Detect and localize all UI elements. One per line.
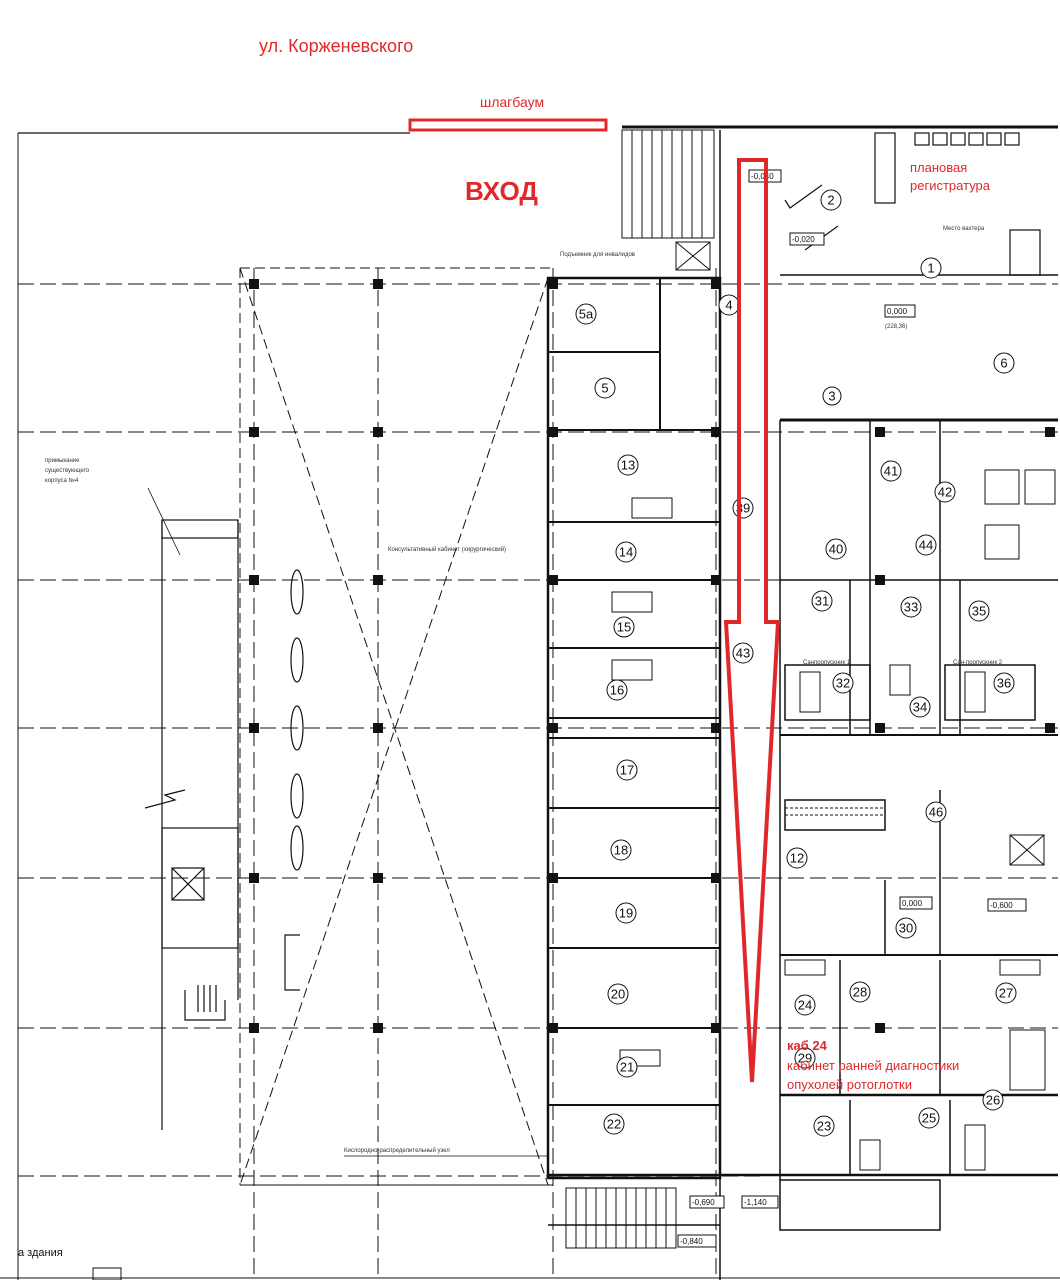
room-43: 43 — [736, 646, 750, 661]
room-18: 18 — [614, 843, 628, 858]
room-numbers: 1 2 3 4 5 5а 6 13 14 15 16 17 18 19 20 2… — [575, 189, 1017, 1137]
room-6: 6 — [1000, 356, 1007, 371]
room-36: 36 — [997, 676, 1011, 691]
cab24-label-1: каб 24 — [787, 1038, 828, 1053]
level-l4: -0,600 — [990, 901, 1013, 910]
furniture — [611, 469, 1056, 1171]
room-22: 22 — [607, 1117, 621, 1132]
red-annotations: ул. Корженевского шлагбаум ВХОД плановая… — [259, 36, 991, 1092]
room-46: 46 — [929, 805, 943, 820]
room-41: 41 — [884, 464, 898, 479]
room-14: 14 — [619, 545, 633, 560]
barrier-label: шлагбаум — [480, 94, 544, 110]
street-label: ул. Корженевского — [259, 36, 413, 56]
room-13: 13 — [621, 458, 635, 473]
room-20: 20 — [611, 987, 625, 1002]
room-42: 42 — [938, 485, 952, 500]
guard-post-label: Место вахтера — [943, 226, 985, 232]
room-2: 2 — [827, 193, 834, 208]
room-21: 21 — [620, 1060, 634, 1075]
room-33: 33 — [904, 600, 918, 615]
level-l1: -0,020 — [792, 235, 815, 244]
room-35: 35 — [972, 604, 986, 619]
entrance-label: ВХОД — [465, 176, 538, 206]
sanitary-1-label: Санпропускник 1 — [803, 660, 851, 666]
entrance-stair — [621, 129, 715, 271]
room-40: 40 — [829, 542, 843, 557]
adjacency-label-2: существующего — [45, 468, 90, 474]
room-5: 5 — [601, 381, 608, 396]
cab24-label-3: опухолей ротоглотки — [787, 1077, 912, 1092]
room-1: 1 — [927, 261, 934, 276]
room-16: 16 — [610, 683, 624, 698]
existing-building-4 — [144, 519, 239, 1130]
room-12: 12 — [790, 851, 804, 866]
level-l2: -0,040 — [751, 172, 774, 181]
room-27: 27 — [999, 986, 1013, 1001]
room-partitions — [548, 278, 720, 1106]
registry-label-2: регистратура — [910, 178, 991, 193]
room-4: 4 — [725, 298, 732, 313]
wheelchair-lift-label: Подъемник для инвалидов — [560, 252, 635, 258]
room-29: 29 — [798, 1051, 812, 1066]
level-l6: -1,140 — [744, 1198, 767, 1207]
building-outline — [0, 125, 1060, 1280]
room-28: 28 — [853, 985, 867, 1000]
room-31: 31 — [815, 594, 829, 609]
adjacency-label-1: примыкание — [45, 458, 80, 464]
room-5a: 5а — [579, 307, 594, 322]
room-19: 19 — [619, 906, 633, 921]
sanitary-2-label: Сан-пропускник 2 — [953, 660, 1003, 666]
room-15: 15 — [617, 620, 631, 635]
lower-stair — [92, 807, 1045, 1280]
cab24-label-2: кабинет ранней диагностики — [787, 1058, 959, 1073]
room-32: 32 — [836, 676, 850, 691]
room-25: 25 — [922, 1111, 936, 1126]
plan-labels: Подъемник для инвалидов Место вахтера пр… — [18, 226, 1003, 1259]
level-l3: 0,000 — [902, 899, 923, 908]
oxygen-unit-label: Кислородно-распределительный узел — [344, 1147, 450, 1154]
level-l0-abs: (228,36) — [885, 324, 907, 330]
room-44: 44 — [919, 538, 933, 553]
building-edge-label: а здания — [18, 1247, 63, 1259]
adjacency-label-3: корпуса №4 — [45, 477, 79, 484]
level-l5: -0,690 — [692, 1198, 715, 1207]
room-17: 17 — [620, 763, 634, 778]
consult-room-label: Консультативный кабинет (хирургический) — [388, 546, 506, 553]
room-34: 34 — [913, 700, 927, 715]
courtyard — [239, 267, 553, 1186]
room-24: 24 — [798, 998, 812, 1013]
room-30: 30 — [899, 921, 913, 936]
level-l7: -0,840 — [680, 1237, 703, 1246]
level-l0: 0,000 — [887, 307, 908, 316]
route-arrow — [723, 158, 781, 1083]
columns — [249, 279, 1055, 1033]
room-3: 3 — [828, 389, 835, 404]
room-26: 26 — [986, 1093, 1000, 1108]
registry-label-1: плановая — [910, 160, 967, 175]
room-23: 23 — [817, 1119, 831, 1134]
